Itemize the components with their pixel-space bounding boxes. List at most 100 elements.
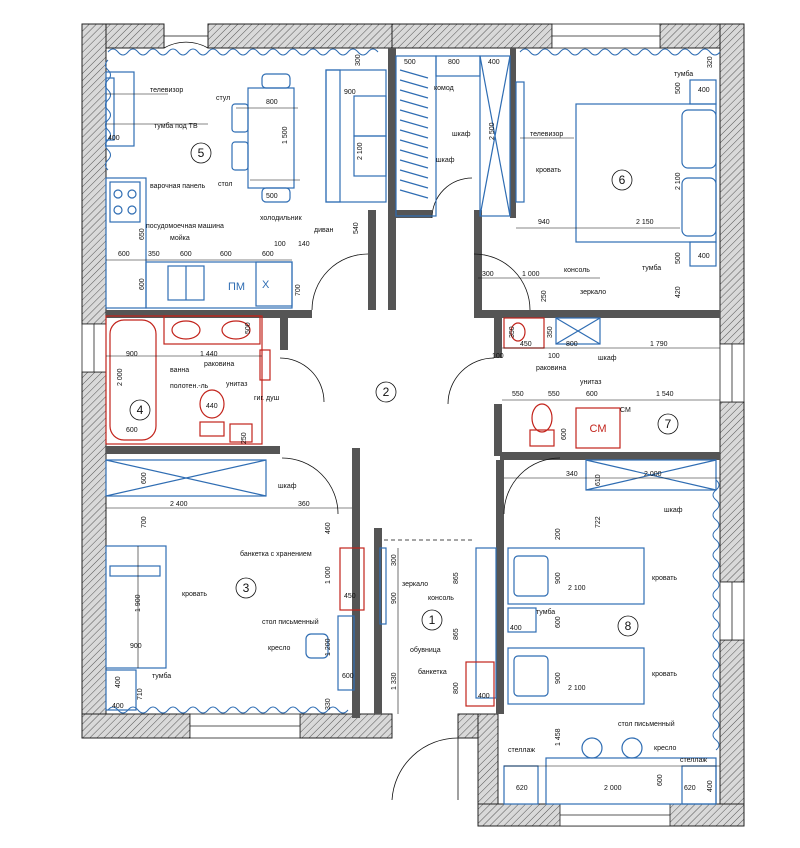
dim-865-b: 865 <box>453 628 460 640</box>
dim-600-k5: 600 <box>139 278 146 290</box>
label-chair: стул <box>216 95 230 102</box>
label-nightstand-6b: тумба <box>642 264 661 272</box>
label-shoe-rack: обувница <box>410 646 441 654</box>
label-wardrobe-a: шкаф <box>452 131 471 138</box>
dim-2400: 2 400 <box>170 501 188 508</box>
dim-600-bath: 600 <box>126 427 138 434</box>
interior-walls <box>106 48 720 718</box>
dim-600-3: 600 <box>342 673 354 680</box>
label-towel: полотен.-ль <box>170 383 209 390</box>
dim-400-d8: 400 <box>707 780 714 792</box>
windows <box>81 23 745 827</box>
label-fridge: холодильник <box>260 215 303 222</box>
washing-machine-label: СМ <box>590 423 607 435</box>
dim-700-3: 700 <box>141 516 148 528</box>
room-number-4: 4 <box>137 403 144 417</box>
label-dishwasher: посудомоечная машина <box>146 223 224 230</box>
dim-1900: 1 900 <box>135 594 142 612</box>
label-armchair-3: кресло <box>268 645 291 652</box>
label-bed-6: кровать <box>536 167 561 174</box>
furniture-labels: телевизор тумба под ТВ стул стол варочна… <box>146 70 707 764</box>
room-number-6: 6 <box>619 173 626 187</box>
dim-600-k4: 600 <box>262 251 274 258</box>
dim-650: 650 <box>139 228 146 240</box>
label-nightstand-6a: тумба <box>674 70 693 78</box>
label-wardrobe-b: шкаф <box>436 157 455 164</box>
dim-400-w: 400 <box>488 59 500 66</box>
dim-800-table: 800 <box>266 99 278 106</box>
dim-400-tv: 400 <box>108 135 120 142</box>
label-wardrobe-7: шкаф <box>598 355 617 362</box>
dim-450-3: 450 <box>344 593 356 600</box>
dim-1000-3: 1 000 <box>325 566 332 584</box>
dim-620-a: 620 <box>516 785 528 792</box>
fridge-label: Х <box>262 279 270 291</box>
kitchen-furniture <box>105 69 387 309</box>
label-armchair-8: кресло <box>654 745 677 752</box>
label-sofa: диван <box>314 227 334 234</box>
dim-250-c: 250 <box>541 290 548 302</box>
dimension-lines <box>106 93 720 767</box>
dim-500-w: 500 <box>404 59 416 66</box>
dim-200-8: 200 <box>555 528 562 540</box>
dim-400-8: 400 <box>510 625 522 632</box>
doors <box>163 35 561 801</box>
dim-300-c: 300 <box>482 271 494 278</box>
dim-340: 340 <box>566 471 578 478</box>
dim-440-wc: 440 <box>206 403 218 410</box>
label-basin-4: раковина <box>204 361 234 368</box>
dim-2100-bed6: 2 100 <box>675 172 682 190</box>
label-tv-6: телевизор <box>530 131 563 138</box>
dim-420: 420 <box>675 286 682 298</box>
label-toilet-7: унитаз <box>580 379 601 386</box>
outer-walls <box>81 23 745 827</box>
dishwasher-label: ПМ <box>228 281 245 293</box>
dimension-labels: 1 440 900 400 800 1 500 500 900 2 100 5 4… <box>108 54 714 792</box>
dim-500-6: 500 <box>675 82 682 94</box>
dim-900-sofa: 900 <box>344 89 356 96</box>
dim-550-a: 550 <box>512 391 524 398</box>
dim-400-3: 400 <box>115 676 122 688</box>
label-sm: СМ <box>620 407 631 414</box>
dim-2000-d8: 2 000 <box>604 785 622 792</box>
dim-330: 330 <box>325 698 332 710</box>
dim-722: 722 <box>595 516 602 528</box>
dim-800-w: 800 <box>448 59 460 66</box>
dim-400-6b: 400 <box>698 253 710 260</box>
label-bath: ванна <box>170 367 189 374</box>
dim-800-1: 800 <box>453 682 460 694</box>
dim-1790: 1 790 <box>650 341 668 348</box>
bedroom-8-furniture <box>503 459 717 805</box>
label-nightstand-8: тумба <box>536 608 555 616</box>
room-number-5: 5 <box>198 146 205 160</box>
label-sink: мойка <box>170 234 190 242</box>
dim-600-k2: 600 <box>180 251 192 258</box>
dim-1200: 1 200 <box>325 638 332 656</box>
dim-350-c2: 350 <box>547 326 554 338</box>
label-desk-8: стол письменный <box>618 720 675 728</box>
dim-865-a: 865 <box>453 572 460 584</box>
label-bench-1: банкетка <box>418 668 447 676</box>
label-dresser: комод <box>434 85 454 92</box>
bedroom-6-furniture <box>395 55 717 267</box>
dim-300-1: 300 <box>391 554 398 566</box>
room-number-7: 7 <box>665 417 672 431</box>
label-console: консоль <box>564 267 590 274</box>
dim-2100-sofa: 2 100 <box>357 142 364 160</box>
curtains <box>105 48 721 751</box>
dim-610: 610 <box>595 474 602 486</box>
dim-600-d8: 600 <box>657 774 664 786</box>
dim-350-k: 350 <box>148 251 160 258</box>
dim-1440: 1 440 <box>200 351 218 358</box>
dim-100-k: 100 <box>274 241 286 248</box>
label-nightstand-3: тумба <box>152 672 171 680</box>
dim-600-7v: 600 <box>561 428 568 440</box>
dim-900-b3: 900 <box>130 643 142 650</box>
bedroom-3-furniture <box>105 459 365 711</box>
dim-620-b: 620 <box>684 785 696 792</box>
dim-600-k1: 600 <box>118 251 130 258</box>
room-number-1: 1 <box>429 613 436 627</box>
dim-500-table: 500 <box>266 193 278 200</box>
room-number-2: 2 <box>383 385 390 399</box>
